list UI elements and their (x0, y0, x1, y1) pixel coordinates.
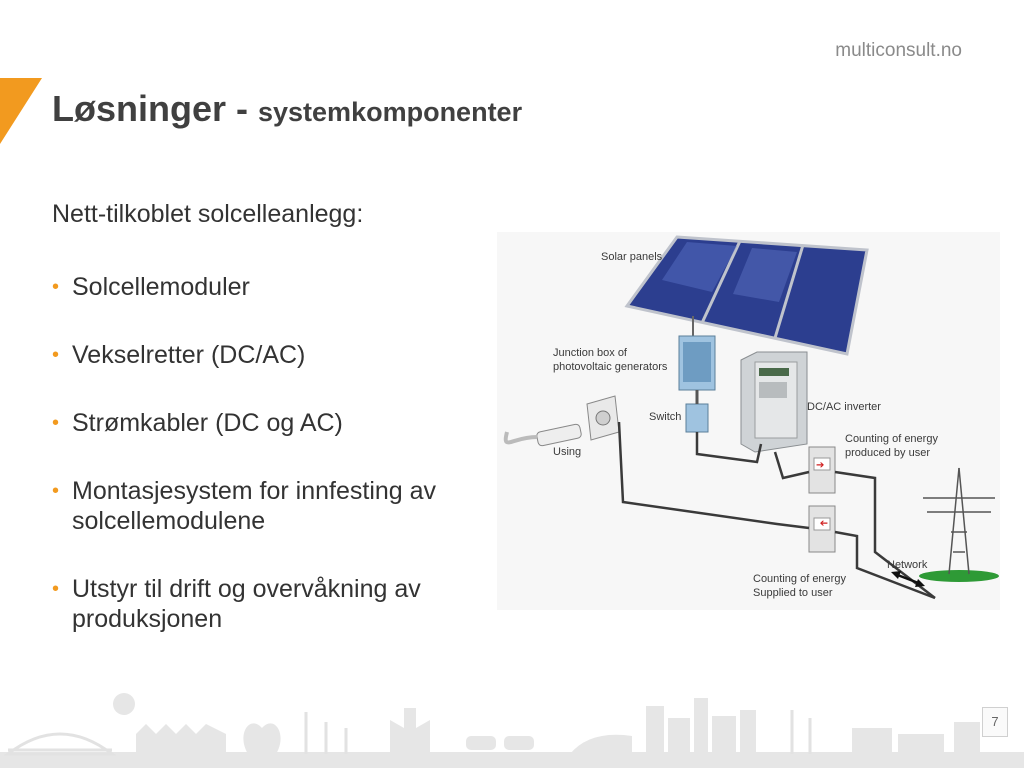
label-junction-box-line1: Junction box of (553, 347, 628, 359)
footer-skyline-decoration (0, 693, 1024, 768)
network-arrow-icon (891, 571, 925, 587)
label-counting-supplied-line1: Counting of energy (753, 573, 846, 585)
meter-supplied-icon: ➔ (808, 505, 836, 553)
car-icon (466, 736, 496, 750)
bullet-list: •Solcellemoduler •Vekselretter (DC/AC) •… (52, 272, 512, 634)
bullet-item: •Montasjesystem for innfesting av solcel… (52, 477, 437, 535)
label-junction-box-line2: photovoltaic generators (553, 361, 668, 373)
label-counting-produced-line2: produced by user (845, 447, 930, 459)
leaf-icon (243, 723, 281, 754)
power-pylon-icon (919, 467, 999, 582)
solar-system-diagram: ➔ ➔ Solar panels Junction box of (497, 232, 1000, 610)
socket-icon (586, 395, 620, 441)
label-counting-produced-line1: Counting of energy (845, 433, 938, 445)
bullet-icon: • (52, 344, 60, 366)
label-solar-panels: Solar panels (601, 251, 663, 263)
svg-text:➔: ➔ (820, 517, 828, 528)
svg-text:➔: ➔ (816, 460, 824, 471)
train-icon (570, 734, 632, 754)
bullet-icon: • (52, 480, 60, 502)
intro-text: Nett-tilkoblet solcelleanlegg: (52, 200, 364, 228)
title-main: Løsninger - (52, 88, 258, 129)
slide-title: Løsninger - systemkomponenter (52, 88, 522, 130)
label-inverter: DC/AC inverter (807, 401, 881, 413)
label-counting-supplied-line2: Supplied to user (753, 587, 833, 599)
accent-triangle (0, 78, 42, 144)
sun-icon (113, 693, 135, 715)
bullet-icon: • (52, 276, 60, 298)
junction-box-icon (678, 335, 716, 433)
bullet-item: •Solcellemoduler (52, 273, 250, 301)
factory-icon (390, 708, 430, 754)
content-block: Nett-tilkoblet solcelleanlegg: •Solcelle… (52, 200, 512, 672)
meter-produced-icon: ➔ (808, 446, 836, 494)
inverter-icon (740, 351, 808, 453)
bullet-icon: • (52, 412, 60, 434)
label-using: Using (553, 446, 581, 458)
page-number: 7 (982, 707, 1008, 737)
brand-text: multiconsult.no (835, 40, 962, 61)
plug-icon (503, 423, 582, 447)
title-sub: systemkomponenter (258, 97, 523, 127)
label-switch: Switch (649, 411, 681, 423)
bullet-item: •Strømkabler (DC og AC) (52, 409, 343, 437)
bullet-item: •Utstyr til drift og overvåkning av prod… (52, 575, 421, 633)
label-network: Network (887, 559, 928, 571)
bullet-icon: • (52, 578, 60, 600)
cables (617, 421, 936, 600)
solar-panel-icon (624, 235, 869, 356)
bullet-item: •Vekselretter (DC/AC) (52, 341, 306, 369)
